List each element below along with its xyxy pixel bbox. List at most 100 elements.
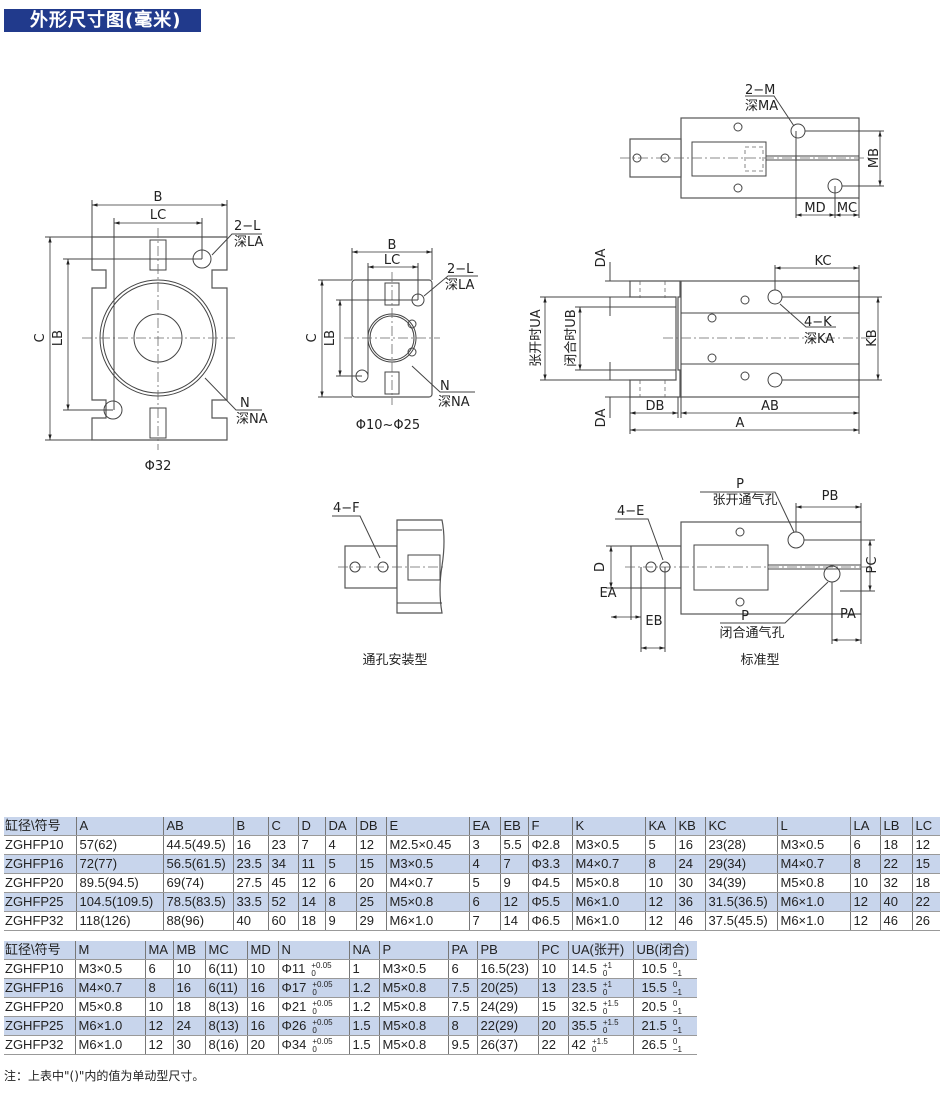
n-label: N bbox=[440, 379, 450, 394]
table-cell: 16 bbox=[246, 997, 278, 1017]
table-cell: M5×0.8 bbox=[378, 978, 448, 998]
model-cell: ZGHFP25 bbox=[4, 892, 76, 912]
table-cell: 12 bbox=[144, 1035, 173, 1055]
table-cell: 20 bbox=[246, 1035, 278, 1055]
table-cell: M6×1.0 bbox=[74, 1035, 145, 1055]
table-cell: M6×1.0 bbox=[571, 892, 645, 912]
table-cell: 14 bbox=[297, 892, 325, 912]
dim-label-md: MD bbox=[804, 201, 825, 216]
table-cell: 15 bbox=[537, 997, 568, 1017]
table-cell: 16 bbox=[172, 978, 205, 998]
dim-label-da-top: DA bbox=[594, 249, 609, 268]
table-cell: 40 bbox=[232, 911, 268, 931]
table-cell: 78.5(83.5) bbox=[162, 892, 233, 912]
column-header: NA bbox=[348, 941, 379, 960]
dim-label-ea: EA bbox=[599, 586, 616, 601]
table-cell: 5.5 bbox=[499, 835, 528, 855]
table-cell: M6×1.0 bbox=[74, 1016, 145, 1036]
dim-label-kb: KB bbox=[865, 329, 880, 346]
table-cell: 23.5 bbox=[232, 854, 268, 874]
hole-depth-label: 深LA bbox=[234, 235, 264, 250]
table-cell: 34(39) bbox=[704, 873, 777, 893]
table-cell: M5×0.8 bbox=[378, 997, 448, 1017]
column-header: LC bbox=[911, 817, 940, 836]
table-cell: 10 bbox=[537, 959, 568, 979]
table-cell: 3 bbox=[468, 835, 500, 855]
table-cell: 10 bbox=[172, 959, 205, 979]
table-cell: 30 bbox=[674, 873, 705, 893]
table-cell: 89.5(94.5) bbox=[75, 873, 163, 893]
column-header: M bbox=[74, 941, 145, 960]
table-cell: 1.2 bbox=[348, 978, 379, 998]
table-cell: 29 bbox=[355, 911, 386, 931]
column-header: MD bbox=[246, 941, 278, 960]
table-cell: 29(34) bbox=[704, 854, 777, 874]
table-cell: 69(74) bbox=[162, 873, 233, 893]
caption-standard: 标准型 bbox=[740, 653, 779, 668]
table-cell: 25 bbox=[355, 892, 386, 912]
dim-label-mb: MB bbox=[867, 148, 882, 168]
f-label: 4−F bbox=[333, 501, 360, 516]
table-cell: Φ3.3 bbox=[527, 854, 572, 874]
tolerance-base: Φ11 bbox=[281, 961, 306, 976]
tolerance-base: 20.5 bbox=[641, 999, 667, 1014]
column-header: MB bbox=[172, 941, 205, 960]
table-cell: M5×0.8 bbox=[776, 873, 850, 893]
table-cell: 18 bbox=[172, 997, 205, 1017]
table-cell: 8 bbox=[324, 892, 356, 912]
standard-view: P 张开通气孔 PB 4−E D EA EB P 闭合通气孔 PA PC 标准型 bbox=[593, 477, 880, 668]
table-cell: 12 bbox=[911, 835, 940, 855]
table-cell: 16 bbox=[232, 835, 268, 855]
model-cell: ZGHFP32 bbox=[4, 911, 76, 931]
caption-phi32: Φ32 bbox=[145, 459, 172, 474]
table-cell: 40 bbox=[879, 892, 912, 912]
column-header: DB bbox=[355, 817, 386, 836]
table-cell: Φ6.5 bbox=[527, 911, 572, 931]
column-header: K bbox=[571, 817, 645, 836]
table-cell: 10 bbox=[644, 873, 675, 893]
table-cell: 12 bbox=[849, 892, 880, 912]
column-header: MC bbox=[204, 941, 247, 960]
dim-label-b: B bbox=[388, 238, 397, 253]
table-cell: 8(16) bbox=[204, 1035, 247, 1055]
dim-label-lb: LB bbox=[51, 330, 66, 346]
table-cell: 12 bbox=[144, 1016, 173, 1036]
table-cell: 33.5 bbox=[232, 892, 268, 912]
column-header: DA bbox=[324, 817, 356, 836]
table-cell: 9 bbox=[499, 873, 528, 893]
table-cell: 1.5 bbox=[348, 1035, 379, 1055]
hole-depth-label: 深LA bbox=[445, 278, 475, 293]
p-close-label: P bbox=[741, 609, 749, 624]
table-cell: M5×0.8 bbox=[385, 892, 469, 912]
table-cell: 24(29) bbox=[476, 997, 538, 1017]
tolerance-base: 15.5 bbox=[641, 980, 667, 995]
k-depth-label: 深KA bbox=[804, 332, 834, 347]
column-header: PA bbox=[447, 941, 477, 960]
table-cell: 9.5 bbox=[447, 1035, 477, 1055]
column-header: UA(张开) bbox=[567, 941, 633, 960]
table-cell: M5×0.8 bbox=[378, 1016, 448, 1036]
table-cell: 1 bbox=[348, 959, 379, 979]
tolerance-base: 42 bbox=[571, 1037, 586, 1052]
table-cell: 104.5(109.5) bbox=[75, 892, 163, 912]
table-cell: 45 bbox=[267, 873, 298, 893]
column-header: E bbox=[385, 817, 469, 836]
column-header: LB bbox=[879, 817, 912, 836]
tolerance: 0−1 bbox=[672, 960, 682, 978]
tolerance-base: 26.5 bbox=[641, 1037, 667, 1052]
column-header: UB(闭合) bbox=[632, 941, 697, 960]
column-header: B bbox=[232, 817, 268, 836]
k-label: 4−K bbox=[804, 315, 832, 330]
